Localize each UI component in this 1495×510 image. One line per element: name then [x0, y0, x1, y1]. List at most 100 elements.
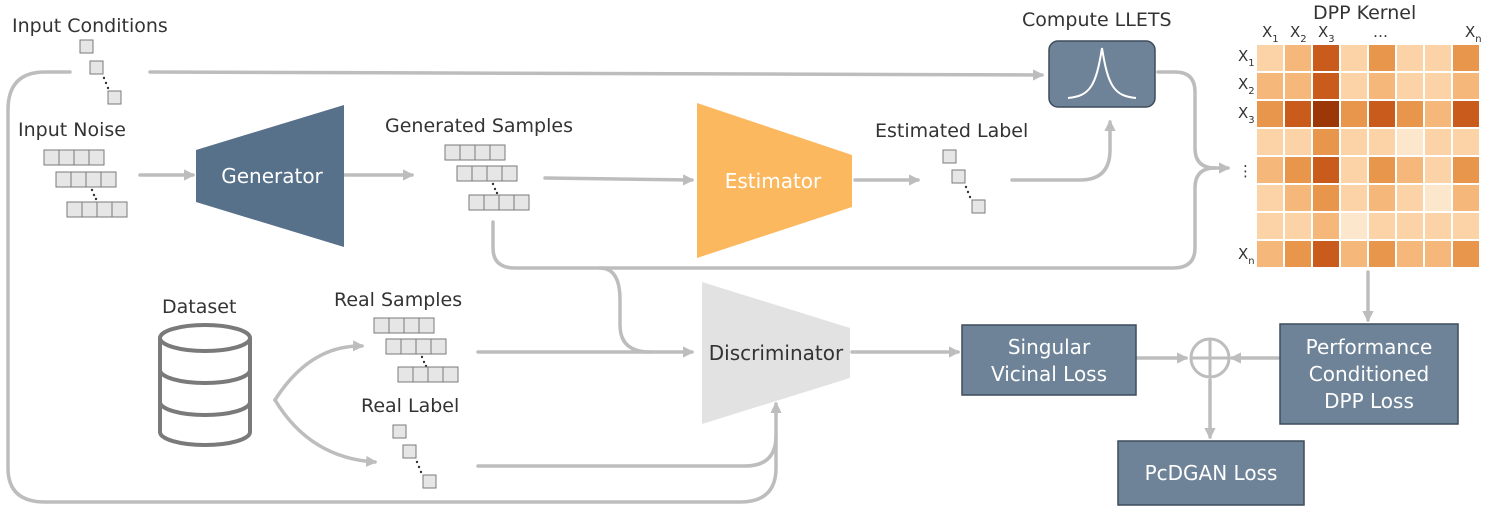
- kernel-cell: [1285, 185, 1311, 211]
- kernel-cell: [1397, 157, 1423, 183]
- discriminator-shape: [702, 282, 850, 424]
- arrow-samples-to-kernel: [491, 162, 1231, 270]
- kernel-col-label: …: [1373, 23, 1388, 41]
- kernel-cell: [1425, 73, 1451, 99]
- kernel-cell: [1257, 185, 1283, 211]
- real-label-label: Real Label: [361, 395, 459, 417]
- kernel-cell: [1285, 213, 1311, 239]
- kernel-cell: [1341, 101, 1367, 127]
- input-conditions-vector: [79, 39, 122, 105]
- kernel-row-label: ⋮: [1238, 162, 1253, 180]
- kernel-cell: [1313, 101, 1339, 127]
- kernel-col-label: Xn: [1465, 23, 1482, 45]
- database-icon: [158, 323, 252, 447]
- estimator-block: Estimator: [697, 103, 852, 258]
- dpp-loss-line-3: DPP Loss: [1324, 389, 1414, 413]
- dataset-label: Dataset: [162, 296, 236, 318]
- kernel-cell: [1369, 157, 1395, 183]
- input-conditions-label: Input Conditions: [12, 15, 168, 37]
- kernel-cell: [1341, 73, 1367, 99]
- kernel-row-label: Xn: [1238, 245, 1255, 267]
- kernel-cell: [1341, 241, 1367, 267]
- kernel-cell: [1425, 241, 1451, 267]
- kernel-cell: [1425, 185, 1451, 211]
- kernel-cell: [1397, 45, 1423, 71]
- estimator-shape: [697, 103, 852, 258]
- kernel-cell: [1313, 213, 1339, 239]
- dpp-loss-line-2: Conditioned: [1309, 362, 1429, 386]
- kernel-cell: [1285, 101, 1311, 127]
- circled-plus-icon: [1189, 337, 1231, 379]
- generator-shape: [196, 105, 344, 247]
- discriminator-block: Discriminator: [702, 282, 850, 424]
- singular-vicinal-loss-line-2: Vicinal Loss: [991, 362, 1107, 386]
- kernel-cell: [1313, 185, 1339, 211]
- pcdgan-loss-box: [1117, 440, 1305, 506]
- performance-conditioned-dpp-loss-block: Performance Conditioned DPP Loss: [1279, 323, 1459, 425]
- compute-llets-label: Compute LLETS: [1022, 9, 1172, 31]
- kernel-cell: [1425, 157, 1451, 183]
- arrow-dataset-to-real-samples: [273, 340, 365, 402]
- kernel-cell: [1313, 45, 1339, 71]
- kernel-cell: [1453, 45, 1479, 71]
- kernel-cell: [1453, 213, 1479, 239]
- kernel-cell: [1425, 45, 1451, 71]
- kernel-cell: [1313, 73, 1339, 99]
- kernel-cell: [1257, 129, 1283, 155]
- kernel-col-label: X2: [1290, 23, 1307, 45]
- kernel-cell: [1285, 129, 1311, 155]
- estimated-label-vector: [942, 149, 986, 214]
- pcdgan-loss-block: PcDGAN Loss: [1117, 440, 1305, 506]
- arrow-dataset-to-real-label: [273, 398, 378, 468]
- pcdgan-loss-label: PcDGAN Loss: [1145, 461, 1278, 485]
- estimator-label: Estimator: [725, 169, 822, 193]
- input-noise-matrix: [43, 149, 128, 218]
- kernel-cell: [1425, 129, 1451, 155]
- compute-llets-block: [1048, 40, 1156, 108]
- dpp-kernel-title: DPP Kernel: [1313, 2, 1416, 24]
- real-label-vector: [392, 424, 437, 489]
- kernel-cell: [1341, 185, 1367, 211]
- singular-vicinal-loss-line-1: Singular: [1008, 335, 1091, 359]
- arrow-conditions-to-llets: [148, 69, 1045, 81]
- kernel-cell: [1453, 101, 1479, 127]
- kernel-cell: [1285, 241, 1311, 267]
- kernel-cell: [1369, 185, 1395, 211]
- kernel-cell: [1341, 45, 1367, 71]
- dpp-kernel-heatmap: [1257, 45, 1479, 267]
- kernel-cell: [1369, 241, 1395, 267]
- kernel-cell: [1257, 73, 1283, 99]
- connectors: [6, 69, 1374, 504]
- kernel-cell: [1313, 241, 1339, 267]
- generator-block: Generator: [196, 105, 344, 247]
- dpp-loss-line-1: Performance: [1306, 335, 1433, 359]
- input-noise-label: Input Noise: [18, 119, 126, 141]
- kernel-cell: [1257, 101, 1283, 127]
- kernel-cell: [1369, 101, 1395, 127]
- arrow-label-to-llets: [1010, 119, 1116, 182]
- kernel-cell: [1341, 213, 1367, 239]
- kernel-cell: [1397, 101, 1423, 127]
- kernel-col-label: X3: [1318, 23, 1335, 45]
- kernel-cell: [1397, 185, 1423, 211]
- singular-vicinal-loss-box: [961, 324, 1137, 396]
- generator-label: Generator: [221, 164, 323, 188]
- kernel-cell: [1341, 157, 1367, 183]
- arrow-conditions-loop-to-discriminator: [6, 70, 782, 504]
- kernel-cell: [1453, 157, 1479, 183]
- kernel-cell: [1285, 157, 1311, 183]
- peak-curve-icon: [1067, 47, 1137, 99]
- kernel-cell: [1453, 185, 1479, 211]
- kernel-cell: [1313, 157, 1339, 183]
- kernel-cell: [1341, 129, 1367, 155]
- kernel-cell: [1397, 213, 1423, 239]
- kernel-cell: [1257, 213, 1283, 239]
- arrow-real-label-to-discriminator: [476, 434, 778, 468]
- kernel-cell: [1285, 73, 1311, 99]
- kernel-cell: [1453, 73, 1479, 99]
- kernel-cell: [1285, 45, 1311, 71]
- kernel-cell: [1313, 129, 1339, 155]
